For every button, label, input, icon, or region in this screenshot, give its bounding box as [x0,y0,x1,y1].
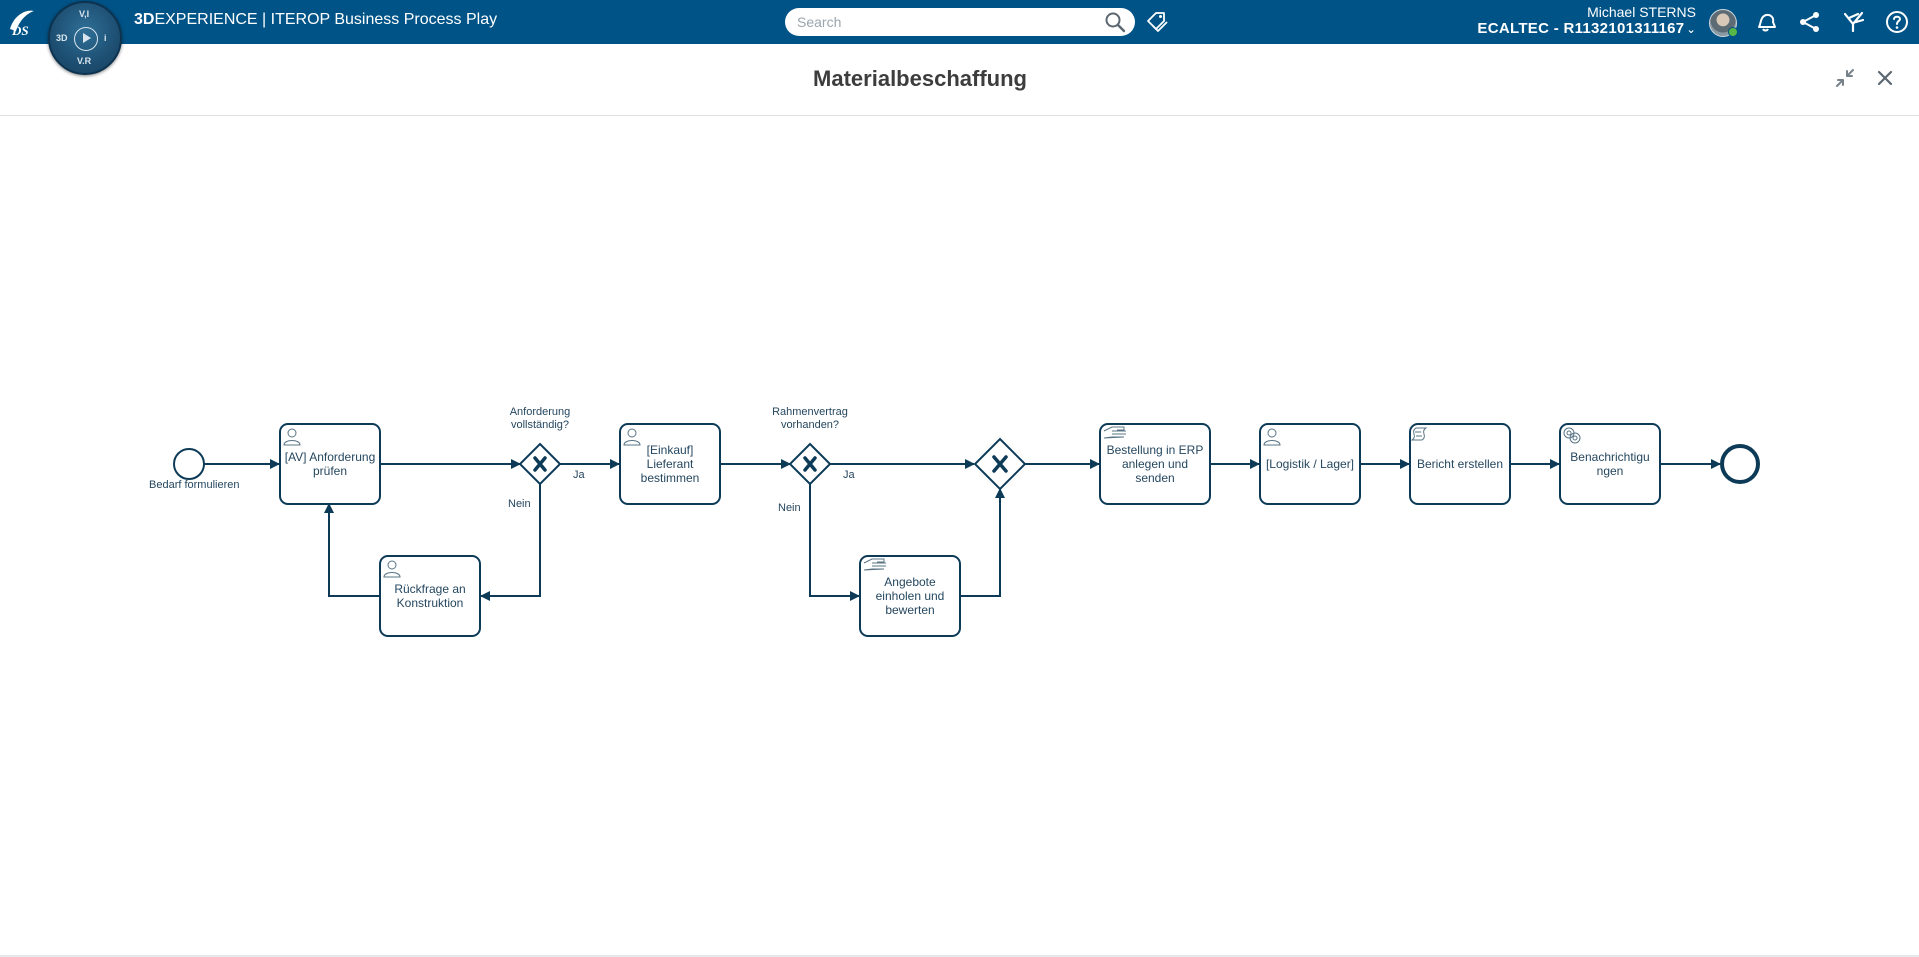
compass-top-label: V,I [79,9,90,19]
compass-bottom-label: V.R [77,56,92,66]
task-bericht-erstellen[interactable] [1409,423,1511,505]
user-task-icon [283,428,301,446]
page-title: Materialbeschaffung [813,66,1027,91]
process-diagram: Bedarf formulieren [AV] Anforderung prüf… [0,116,1919,957]
start-event-label: Bedarf formulieren [149,479,240,491]
end-event[interactable] [1720,444,1760,484]
notification-icon[interactable] [1754,10,1778,34]
manual-task-icon [1103,426,1126,439]
edge-label: Ja [843,469,855,481]
task-label: Bestellung in ERP anlegen und senden [1106,443,1204,485]
task-label-line: ngen [1596,464,1624,478]
task-label: Rückfrage an Konstruktion [394,582,466,610]
play-icon [74,27,98,51]
task-label: Bericht erstellen [1416,457,1504,471]
online-status-icon [1728,27,1738,37]
script-task-icon [1410,427,1428,441]
top-bar: DS V,I 3D i V.R 3DEXPERIENCE | ITEROP Bu… [0,0,1919,75]
task-anforderung-pruefen[interactable] [279,423,381,505]
brand-bold: 3D [134,11,155,28]
compass-left-label: 3D [56,33,68,43]
apps-icon[interactable] [1842,10,1866,34]
gateway-label: Rahmenvertrag vorhanden? [772,406,848,431]
task-label: [AV] Anforderung prüfen [284,450,376,478]
task-angebote-einholen[interactable] [859,555,961,637]
search-input[interactable] [785,8,1135,36]
task-benachrichtigungen[interactable] [1559,423,1661,505]
tenant-name: ECALTEC - R1132101311167 [1477,20,1685,37]
gateway-label: Anforderung vollständig? [509,406,571,431]
user-name: Michael STERNS [1587,4,1696,20]
task-label-line: Benachrichtigu [1570,450,1650,464]
chevron-down-icon: ⌄ [1686,24,1696,36]
task-rueckfrage-konstruktion[interactable] [379,555,481,637]
tasks [279,423,1661,637]
bpmn-diagram [173,423,1760,637]
manual-task-icon [863,558,886,571]
user-task-icon [383,560,401,578]
app-title: 3DEXPERIENCE | ITEROP Business Process P… [134,11,497,29]
avatar[interactable] [1709,9,1738,37]
panel-header: Materialbeschaffung [0,44,1919,116]
task-label: Benachrichtigu ngen [1560,424,1660,504]
sequence-flows [204,459,1721,601]
task-bestellung-erp[interactable] [1099,423,1211,505]
edge-label: Nein [508,498,531,510]
task-logistik-lager[interactable] [1259,423,1361,505]
help-icon[interactable] [1885,10,1909,34]
compass-right-label: i [104,33,107,43]
user-task-icon [623,428,641,446]
close-icon[interactable] [1873,66,1897,90]
service-task-icon [1563,427,1581,444]
collapse-icon[interactable] [1833,66,1857,90]
search-icon[interactable] [1104,11,1126,33]
brand-rest: EXPERIENCE | ITEROP Business Process Pla… [154,11,498,28]
task-lieferant-bestimmen[interactable] [619,423,721,505]
svg-text:DS: DS [11,23,29,38]
start-event[interactable] [173,448,205,480]
compass-icon[interactable]: V,I 3D i V.R [48,1,122,75]
edge-label: Ja [573,469,585,481]
gateway-x-marks [533,455,1008,473]
task-label: [Einkauf] Lieferant bestimmen [640,443,700,485]
tenant-selector[interactable]: ECALTEC - R1132101311167⌄ [1477,20,1696,39]
bottom-border [0,955,1919,957]
edge-label: Nein [778,502,801,514]
task-label: [Logistik / Lager] [1265,457,1355,471]
tag-icon[interactable] [1145,11,1169,33]
user-menu[interactable]: Michael STERNS ECALTEC - R1132101311167⌄ [1477,4,1696,39]
3ds-logo-icon[interactable]: DS [6,5,40,39]
user-task-icon [1263,428,1281,446]
share-icon[interactable] [1798,10,1822,34]
task-label: Angebote einholen und bewerten [875,575,945,617]
